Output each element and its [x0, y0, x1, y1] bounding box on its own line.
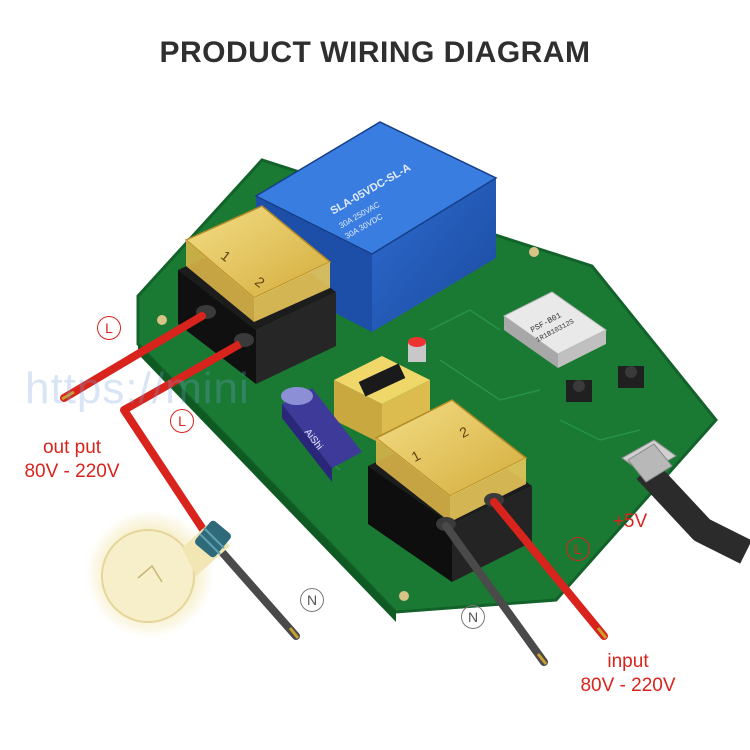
wifi-module: PSF-B01 1R1B10312S: [503, 291, 607, 368]
output-live-badge-1: L: [97, 316, 121, 340]
input-neutral-wire: [442, 522, 548, 666]
output-live-wire-1: [60, 312, 206, 402]
light-bulb: [86, 510, 231, 638]
input-caption: input 80V - 220V: [567, 650, 689, 698]
capacitor: AiShi: [281, 387, 362, 482]
page-title: PRODUCT WIRING DIAGRAM: [159, 36, 591, 69]
output-neutral-badge: N: [300, 588, 324, 612]
small-capacitor: [408, 337, 426, 362]
power-label: +5V: [612, 511, 648, 532]
output-live-badge-2: L: [170, 409, 194, 433]
output-terminal-block: [178, 205, 336, 384]
output-caption: out put 80V - 220V: [14, 436, 130, 484]
input-caption-title: input: [607, 651, 649, 672]
mount-hole: [399, 591, 409, 601]
input-live-wire: [490, 498, 608, 640]
output-caption-voltage: 80V - 220V: [24, 461, 120, 482]
mount-hole: [529, 247, 539, 257]
output-caption-title: out put: [42, 437, 102, 458]
usb-cable: [627, 443, 750, 564]
input-neutral-badge: N: [461, 605, 485, 629]
watermark: https://mini: [25, 364, 250, 413]
input-caption-voltage: 80V - 220V: [580, 675, 676, 696]
push-buttons: [566, 366, 644, 402]
output-live-wire-2: [120, 340, 242, 537]
input-live-badge: L: [566, 537, 590, 561]
bulb-socket: [195, 520, 231, 558]
mount-hole: [157, 315, 167, 325]
transformer: [334, 356, 430, 444]
